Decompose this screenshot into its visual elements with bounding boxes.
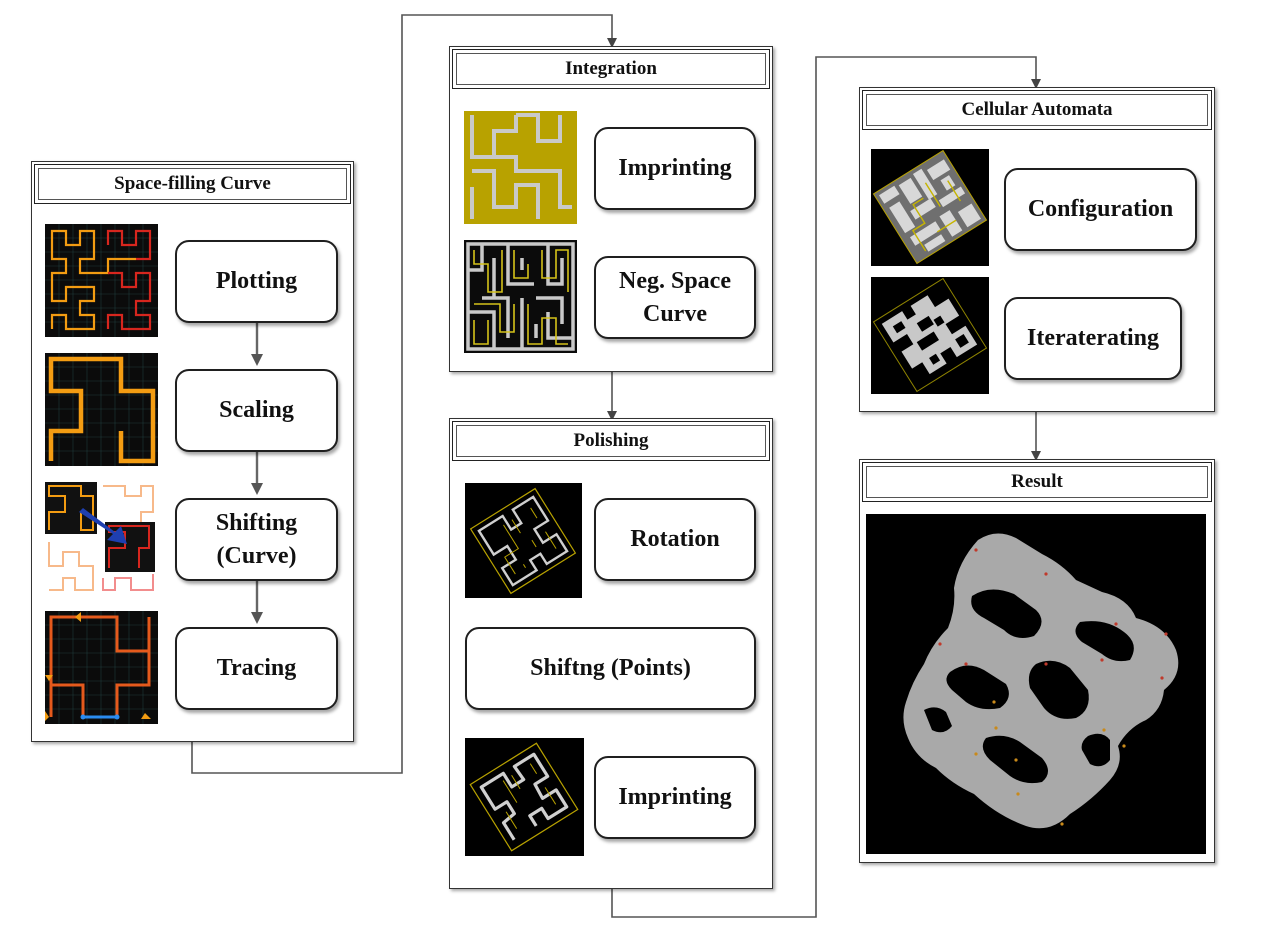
neg-space-curve-step[interactable]: Neg. Space Curve <box>594 256 756 339</box>
result-image <box>866 514 1206 854</box>
shifting-thumbnail <box>45 482 158 595</box>
iterating-step[interactable]: Iteraterating <box>1004 297 1182 380</box>
integration-imprinting-thumbnail <box>464 111 577 224</box>
scaling-step[interactable]: Scaling <box>175 369 338 452</box>
plotting-step[interactable]: Plotting <box>175 240 338 323</box>
polishing-title: Polishing <box>452 421 770 461</box>
integration-title: Integration <box>452 49 770 89</box>
rotation-step[interactable]: Rotation <box>594 498 756 581</box>
neg-space-curve-thumbnail <box>464 240 577 353</box>
shifting-points-step[interactable]: Shiftng (Points) <box>465 627 756 710</box>
integration-imprinting-step[interactable]: Imprinting <box>594 127 756 210</box>
connector-polishing-to-cellular <box>611 56 1041 918</box>
tracing-thumbnail <box>45 611 158 724</box>
polishing-imprinting-step[interactable]: Imprinting <box>594 756 756 839</box>
configuration-step[interactable]: Configuration <box>1004 168 1197 251</box>
cellular-automata-title: Cellular Automata <box>862 90 1212 130</box>
space-filling-curve-title: Space-filling Curve <box>34 164 351 204</box>
plotting-thumbnail <box>45 224 158 337</box>
iterating-thumbnail <box>871 277 989 394</box>
rotation-thumbnail <box>465 483 582 598</box>
configuration-thumbnail <box>871 149 989 266</box>
result-title: Result <box>862 462 1212 502</box>
scaling-thumbnail <box>45 353 158 466</box>
shifting-curve-step[interactable]: Shifting (Curve) <box>175 498 338 581</box>
connector-sfc-to-integration <box>191 14 617 774</box>
polishing-imprinting-thumbnail <box>465 738 584 856</box>
tracing-step[interactable]: Tracing <box>175 627 338 710</box>
